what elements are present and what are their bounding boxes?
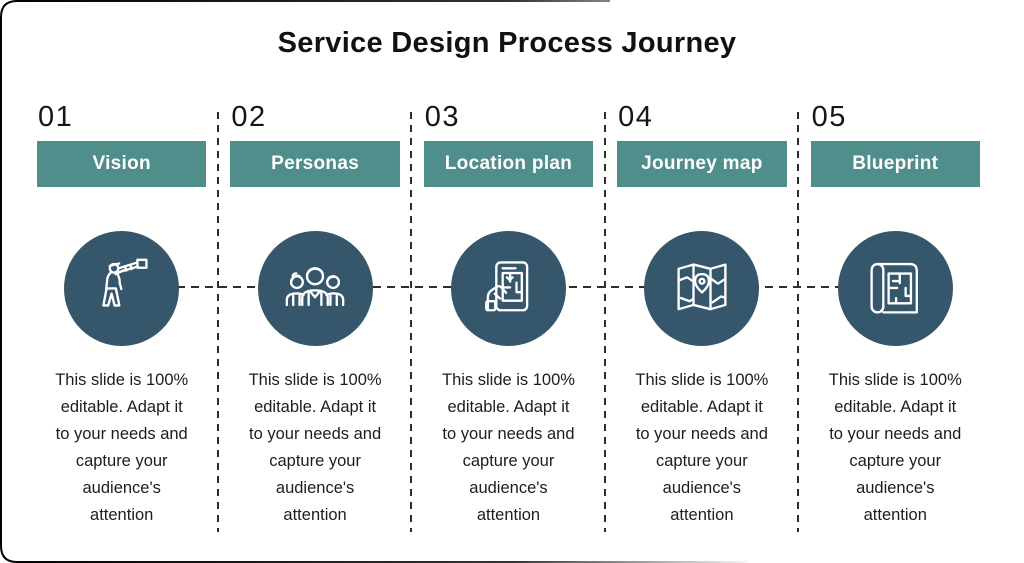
step-description: This slide is 100% editable. Adapt it to… [635,371,769,524]
step-column-journey-map: 04 Journey map This slide is 100% editab… [605,100,798,529]
steps-row: 01 Vision [25,100,992,529]
step-header-label: Location plan [444,153,573,174]
step-header-label: Journey map [641,153,763,174]
step-header-label: Personas [271,153,360,174]
step-header: Journey map [617,141,787,187]
step-circle [257,231,373,346]
step-number: 04 [618,101,654,133]
page-title: Service Design Process Journey [277,27,737,59]
blueprint-roll-icon [870,262,919,314]
floor-plan-hand-icon [485,260,529,311]
step-circle [64,231,180,346]
step-header-label: Blueprint [852,153,939,174]
step-description: This slide is 100% editable. Adapt it to… [441,371,575,524]
step-number: 01 [38,101,74,133]
step-header: Location plan [423,141,594,187]
step-description: This slide is 100% editable. Adapt it to… [828,371,962,524]
step-number: 05 [811,101,847,133]
step-header: Vision [37,141,207,187]
step-number: 03 [424,101,461,133]
step-description: This slide is 100% editable. Adapt it to… [248,371,382,524]
folded-map-pin-icon [677,262,727,310]
step-header-label: Vision [92,153,151,174]
step-column-blueprint: 05 Blueprint This slide is 100% editable… [799,100,992,529]
step-circle [450,231,566,346]
step-description: This slide is 100% editable. Adapt it to… [55,371,189,524]
step-header: Blueprint [810,141,980,187]
step-column-location-plan: 03 Location plan [412,100,605,529]
person-telescope-icon [101,258,148,307]
step-column-vision: 01 Vision [25,100,218,529]
column-separator [797,112,799,532]
step-number: 02 [231,101,267,133]
step-circle [644,231,760,346]
people-group-icon [285,266,345,306]
step-circle [837,231,953,346]
step-header: Personas [230,141,400,187]
step-column-personas: 02 Personas [218,100,411,529]
